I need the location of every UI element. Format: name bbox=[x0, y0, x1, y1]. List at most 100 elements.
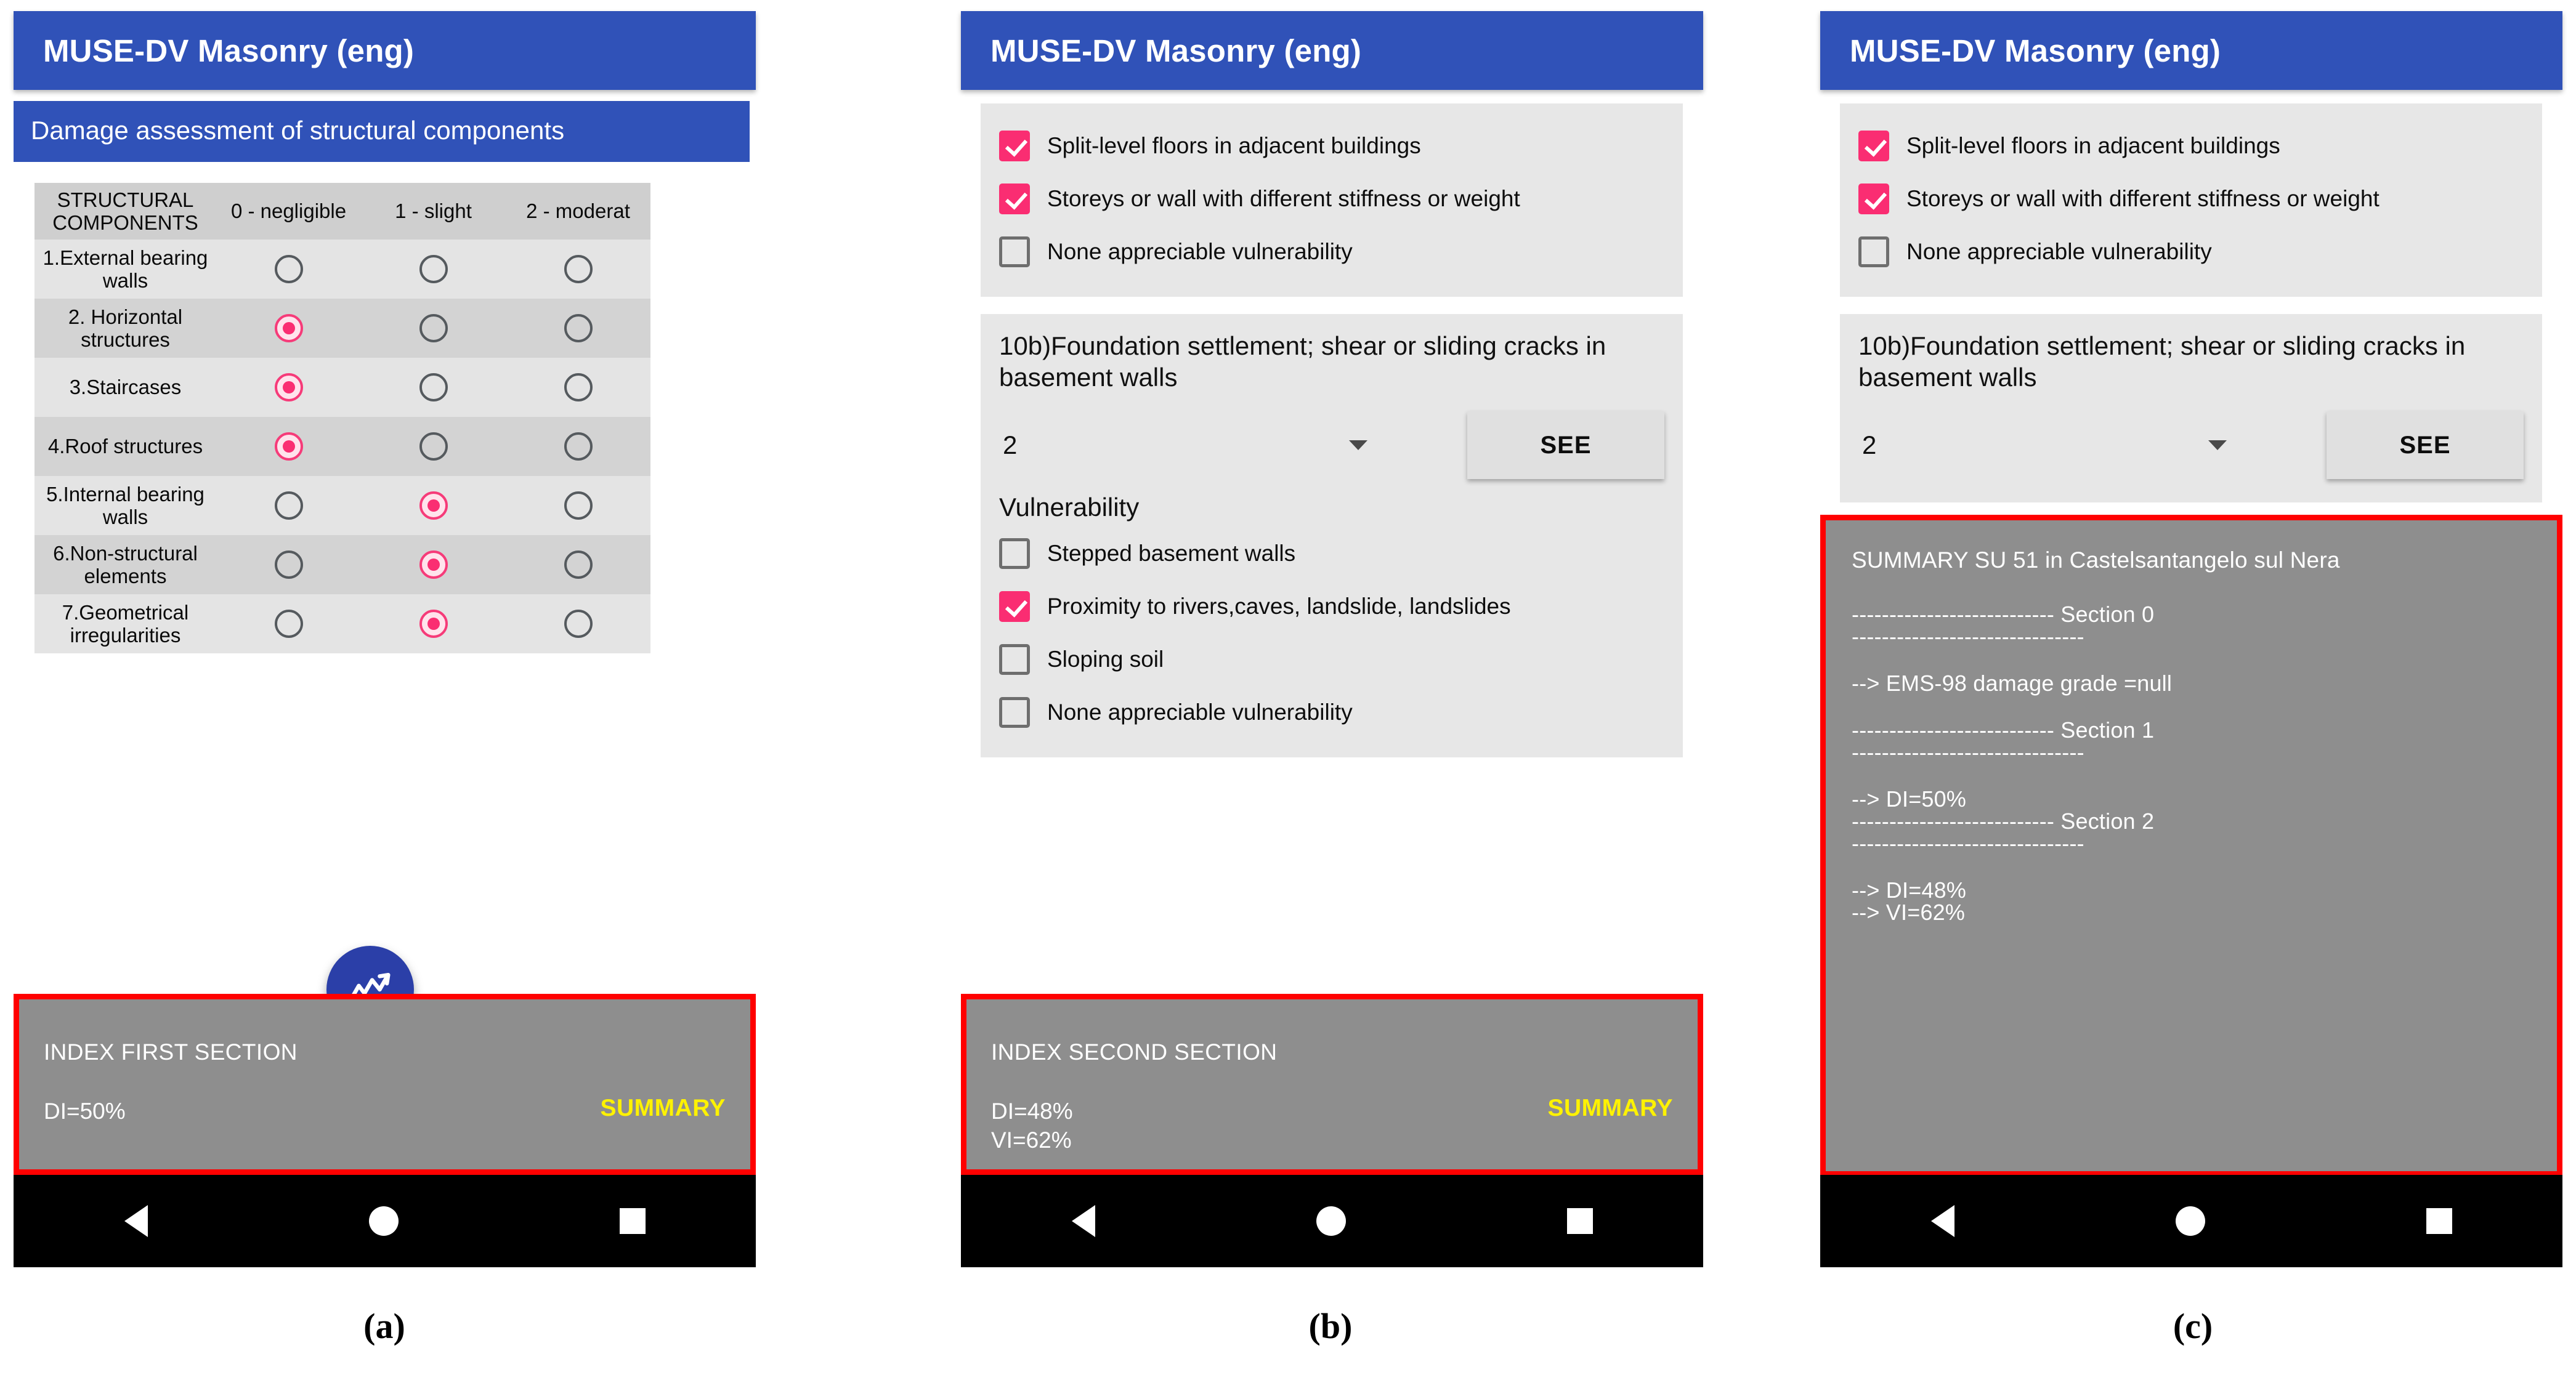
checkbox-unchecked-icon[interactable] bbox=[1858, 236, 1889, 267]
recents-icon[interactable] bbox=[2426, 1208, 2452, 1234]
radio-cell[interactable] bbox=[361, 240, 506, 299]
radio-unselected-icon[interactable] bbox=[564, 550, 593, 579]
checkbox-unchecked-icon[interactable] bbox=[999, 538, 1030, 570]
summary-line: --------------------------- Section 0 bbox=[1852, 602, 2155, 627]
panel-body-a: Damage assessment of structural componen… bbox=[14, 90, 756, 1267]
radio-cell[interactable] bbox=[506, 240, 650, 299]
summary-line: --------------------------- Section 1 bbox=[1852, 717, 2155, 743]
summary-line: --> DI=50% bbox=[1852, 786, 1967, 812]
radio-unselected-icon[interactable] bbox=[274, 610, 303, 639]
radio-unselected-icon[interactable] bbox=[274, 255, 303, 284]
checkbox-checked-icon[interactable] bbox=[999, 183, 1030, 214]
summary-spacer bbox=[1852, 855, 2531, 879]
radio-selected-icon[interactable] bbox=[419, 550, 448, 579]
recents-icon[interactable] bbox=[1566, 1208, 1593, 1234]
checkbox-row[interactable]: Proximity to rivers,caves, landslide, la… bbox=[999, 580, 1664, 633]
radio-cell[interactable] bbox=[216, 535, 361, 594]
component-name: 4.Roof structures bbox=[47, 435, 203, 458]
index-bar-second-section: INDEX SECOND SECTION DI=48%VI=62% SUMMAR… bbox=[961, 994, 1703, 1175]
radio-cell[interactable] bbox=[506, 476, 650, 535]
checkbox-row[interactable]: Storeys or wall with different stiffness… bbox=[999, 172, 1664, 225]
checkbox-unchecked-icon[interactable] bbox=[999, 236, 1030, 267]
back-icon[interactable] bbox=[124, 1205, 148, 1237]
radio-cell[interactable] bbox=[361, 476, 506, 535]
index-bar-first-section: INDEX FIRST SECTION DI=50% SUMMARY bbox=[14, 994, 756, 1175]
radio-unselected-icon[interactable] bbox=[564, 610, 593, 639]
radio-selected-icon[interactable] bbox=[274, 432, 303, 461]
radio-cell[interactable] bbox=[506, 299, 650, 358]
radio-cell[interactable] bbox=[506, 535, 650, 594]
radio-cell[interactable] bbox=[361, 417, 506, 476]
radio-unselected-icon[interactable] bbox=[274, 491, 303, 520]
checkbox-checked-icon[interactable] bbox=[1858, 183, 1889, 214]
checkbox-checked-icon[interactable] bbox=[999, 591, 1030, 623]
summary-button-b[interactable]: SUMMARY bbox=[1547, 1095, 1673, 1121]
checkbox-row[interactable]: Sloping soil bbox=[999, 633, 1664, 686]
radio-cell[interactable] bbox=[216, 476, 361, 535]
radio-cell[interactable] bbox=[506, 594, 650, 653]
phone-screen-b: MUSE-DV Masonry (eng) Split-level floors… bbox=[961, 11, 1703, 1267]
radio-cell[interactable] bbox=[216, 358, 361, 417]
back-icon[interactable] bbox=[1071, 1205, 1095, 1237]
summary-title: SUMMARY SU 51 in Castelsantangelo sul Ne… bbox=[1852, 547, 2340, 573]
checkbox-row[interactable]: None appreciable vulnerability bbox=[999, 225, 1664, 278]
radio-selected-icon[interactable] bbox=[274, 373, 303, 402]
radio-unselected-icon[interactable] bbox=[564, 255, 593, 284]
radio-cell[interactable] bbox=[506, 358, 650, 417]
radio-unselected-icon[interactable] bbox=[274, 550, 303, 579]
radio-cell[interactable] bbox=[216, 299, 361, 358]
see-button-b[interactable]: SEE bbox=[1467, 411, 1664, 480]
grade-select-row-c: 2 SEE bbox=[1858, 411, 2524, 480]
home-icon[interactable] bbox=[368, 1206, 399, 1236]
table-row: 2. Horizontal structures bbox=[34, 299, 650, 358]
checkbox-row[interactable]: None appreciable vulnerability bbox=[1858, 225, 2524, 278]
radio-cell[interactable] bbox=[361, 358, 506, 417]
checkbox-row[interactable]: None appreciable vulnerability bbox=[999, 686, 1664, 739]
checkbox-row[interactable]: Split-level floors in adjacent buildings bbox=[999, 119, 1664, 172]
summary-line: ------------------------------- bbox=[1852, 740, 2084, 765]
radio-cell[interactable] bbox=[216, 240, 361, 299]
radio-selected-icon[interactable] bbox=[419, 610, 448, 639]
checkbox-unchecked-icon[interactable] bbox=[999, 644, 1030, 675]
radio-unselected-icon[interactable] bbox=[419, 255, 448, 284]
radio-cell[interactable] bbox=[216, 417, 361, 476]
checkbox-unchecked-icon[interactable] bbox=[999, 697, 1030, 728]
radio-unselected-icon[interactable] bbox=[564, 373, 593, 402]
radio-cell[interactable] bbox=[506, 417, 650, 476]
table-row: 3.Staircases bbox=[34, 358, 650, 417]
radio-cell[interactable] bbox=[361, 299, 506, 358]
checkbox-label: Split-level floors in adjacent buildings bbox=[1906, 133, 2280, 158]
checkbox-row[interactable]: Split-level floors in adjacent buildings bbox=[1858, 119, 2524, 172]
app-title-c: MUSE-DV Masonry (eng) bbox=[1850, 33, 2221, 68]
grade-spinner-c[interactable]: 2 bbox=[1858, 427, 2240, 464]
summary-button-a[interactable]: SUMMARY bbox=[600, 1095, 726, 1121]
home-icon[interactable] bbox=[2175, 1206, 2205, 1236]
radio-unselected-icon[interactable] bbox=[419, 314, 448, 343]
radio-cell[interactable] bbox=[361, 535, 506, 594]
radio-selected-icon[interactable] bbox=[419, 491, 448, 520]
radio-cell[interactable] bbox=[361, 594, 506, 653]
back-icon[interactable] bbox=[1930, 1205, 1954, 1237]
android-navbar-c bbox=[1820, 1175, 2562, 1267]
summary-line: --> DI=48% bbox=[1852, 877, 1967, 903]
section-banner: Damage assessment of structural componen… bbox=[14, 101, 750, 163]
checkbox-row[interactable]: Stepped basement walls bbox=[999, 527, 1664, 580]
radio-unselected-icon[interactable] bbox=[564, 314, 593, 343]
app-title-a: MUSE-DV Masonry (eng) bbox=[43, 33, 415, 68]
checkbox-label: Sloping soil bbox=[1047, 647, 1164, 672]
radio-unselected-icon[interactable] bbox=[564, 432, 593, 461]
checkbox-row[interactable]: Storeys or wall with different stiffness… bbox=[1858, 172, 2524, 225]
checkbox-checked-icon[interactable] bbox=[999, 131, 1030, 161]
grade-spinner-b[interactable]: 2 bbox=[999, 427, 1381, 464]
vulnerability-heading-b: Vulnerability bbox=[999, 493, 1140, 522]
home-icon[interactable] bbox=[1316, 1206, 1346, 1236]
component-name: 5.Internal bearing walls bbox=[46, 482, 205, 529]
radio-cell[interactable] bbox=[216, 594, 361, 653]
recents-icon[interactable] bbox=[619, 1208, 646, 1234]
radio-unselected-icon[interactable] bbox=[564, 491, 593, 520]
checkbox-checked-icon[interactable] bbox=[1858, 131, 1889, 161]
see-button-c[interactable]: SEE bbox=[2327, 411, 2524, 480]
radio-selected-icon[interactable] bbox=[274, 314, 303, 343]
radio-unselected-icon[interactable] bbox=[419, 432, 448, 461]
radio-unselected-icon[interactable] bbox=[419, 373, 448, 402]
